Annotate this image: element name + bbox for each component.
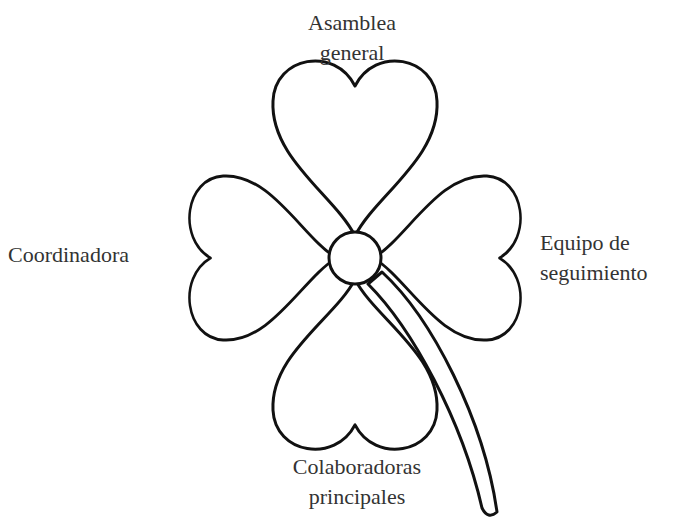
clover-center: [329, 232, 381, 284]
leaf-label: Asamblea general: [287, 8, 417, 68]
leaf-label: Equipo de seguimiento: [540, 228, 692, 288]
leaf-label: Coordinadora: [8, 240, 129, 270]
leaf-label: Colaboradoras principales: [272, 452, 442, 512]
clover-leaf: [273, 61, 437, 236]
clover-leaf: [189, 176, 336, 340]
